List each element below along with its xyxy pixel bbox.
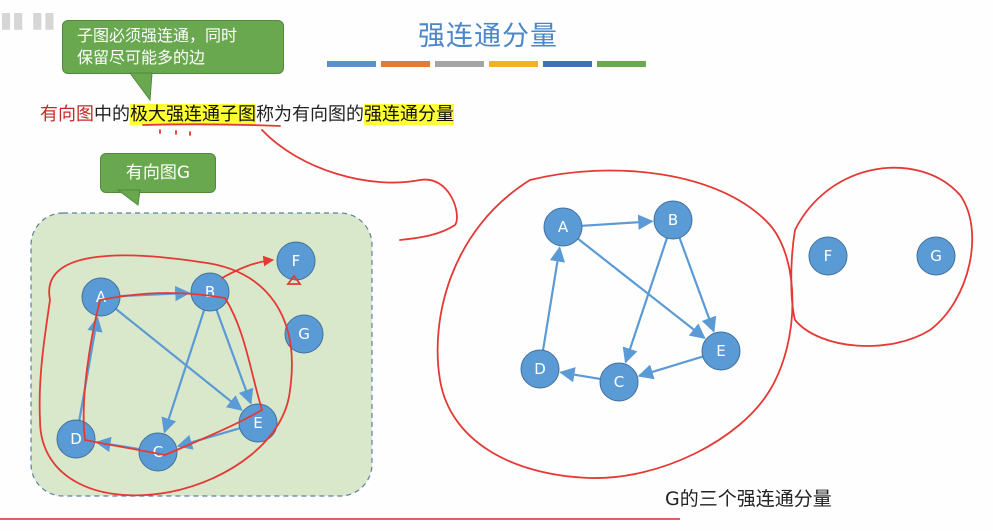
- slide-title: 强连通分量: [418, 21, 558, 52]
- left-edge-d-a: [78, 316, 103, 421]
- callout-line-2: 保留尽可能多的边: [77, 48, 206, 67]
- component-node-a: [543, 207, 583, 247]
- callout-graph-g-label: 有向图G: [125, 163, 191, 183]
- left-node-e: [238, 403, 278, 443]
- color-bar-3: [435, 61, 484, 67]
- component-edges: [541, 214, 717, 383]
- annotation-trace-loop: [82, 292, 264, 456]
- title-color-bars: [327, 61, 652, 67]
- component-node-d: [520, 349, 560, 389]
- left-node-b: [190, 272, 230, 312]
- component-edge-e-c: [637, 355, 704, 380]
- left-edge-b-c: [161, 309, 206, 434]
- annotation-fg-circle: [790, 166, 974, 347]
- annotation-mark-f: [286, 274, 302, 285]
- component-node-e: [701, 331, 741, 371]
- annotation-ticks: [159, 129, 191, 136]
- left-edge-e-c: [176, 427, 241, 450]
- color-bar-5: [543, 61, 592, 67]
- component-node-label-b: B: [668, 211, 678, 229]
- annotation-connector: [261, 129, 458, 241]
- color-bar-4: [489, 61, 538, 67]
- component-edge-b-e: [678, 237, 717, 333]
- component-node-label-e: E: [716, 342, 725, 360]
- def-middle-2: 称为有向图的: [256, 104, 364, 125]
- callout-graph-g: 有向图G: [100, 153, 216, 193]
- left-node-label-c: C: [153, 443, 163, 461]
- left-node-c: [138, 432, 178, 472]
- isolated-node-f: [808, 236, 848, 276]
- watermark-logo: ▮▮ ▮▮: [0, 8, 56, 33]
- callout-pointer-graph: [116, 189, 141, 206]
- def-directed-graph: 有向图: [40, 104, 94, 125]
- annotation-left-circle: [38, 254, 293, 497]
- left-node-label-a: A: [96, 288, 107, 306]
- component-node-c: [599, 362, 639, 402]
- left-node-d: [56, 419, 96, 459]
- annotation-arrow-to-f: [221, 255, 275, 279]
- left-node-label-f: F: [292, 252, 301, 270]
- graph-left-nodes: A B C D E F G: [56, 241, 324, 472]
- callout-line-1: 子图必须强连通，同时: [77, 26, 238, 45]
- component-node-label-c: C: [614, 373, 624, 391]
- component-node-label-a: A: [558, 218, 569, 236]
- component-edge-d-a: [541, 246, 566, 351]
- left-node-g: [284, 314, 324, 354]
- color-bar-2: [381, 61, 430, 67]
- isolated-node-label-f: F: [824, 247, 833, 265]
- color-bar-1: [327, 61, 376, 67]
- left-node-label-g: G: [298, 325, 310, 343]
- def-middle-1: 中的: [94, 104, 130, 125]
- color-bar-6: [597, 61, 646, 67]
- component-edge-a-b: [581, 214, 654, 230]
- isolated-node-g: [916, 236, 956, 276]
- left-node-label-d: D: [70, 430, 82, 448]
- graph-g-panel: [30, 212, 373, 497]
- annotation-underline: [142, 123, 281, 127]
- left-edge-a-e: [115, 308, 243, 411]
- callout-strong-connected-note: 子图必须强连通，同时 保留尽可能多的边: [62, 20, 284, 74]
- left-node-label-b: B: [205, 283, 215, 301]
- component-nodes: A B C D E: [520, 200, 741, 402]
- def-scc-term: 强连通分量: [364, 104, 454, 125]
- component-node-label-d: D: [534, 360, 546, 378]
- components-caption: G的三个强连通分量: [665, 488, 832, 510]
- definition-sentence: 有向图中的极大强连通子图称为有向图的强连通分量: [40, 100, 454, 126]
- handwritten-annotations: [38, 123, 974, 497]
- isolated-node-label-g: G: [930, 247, 942, 265]
- component-edge-b-c: [622, 237, 669, 364]
- component-edge-a-e: [577, 237, 706, 339]
- component-edge-c-d: [559, 367, 601, 383]
- left-node-label-e: E: [253, 414, 262, 432]
- left-edge-b-e: [215, 309, 254, 405]
- bottom-rule: [0, 518, 680, 520]
- component-node-b: [653, 200, 693, 240]
- annotation-component-circle: [436, 169, 794, 479]
- def-maximal-subgraph: 极大强连通子图: [130, 104, 256, 125]
